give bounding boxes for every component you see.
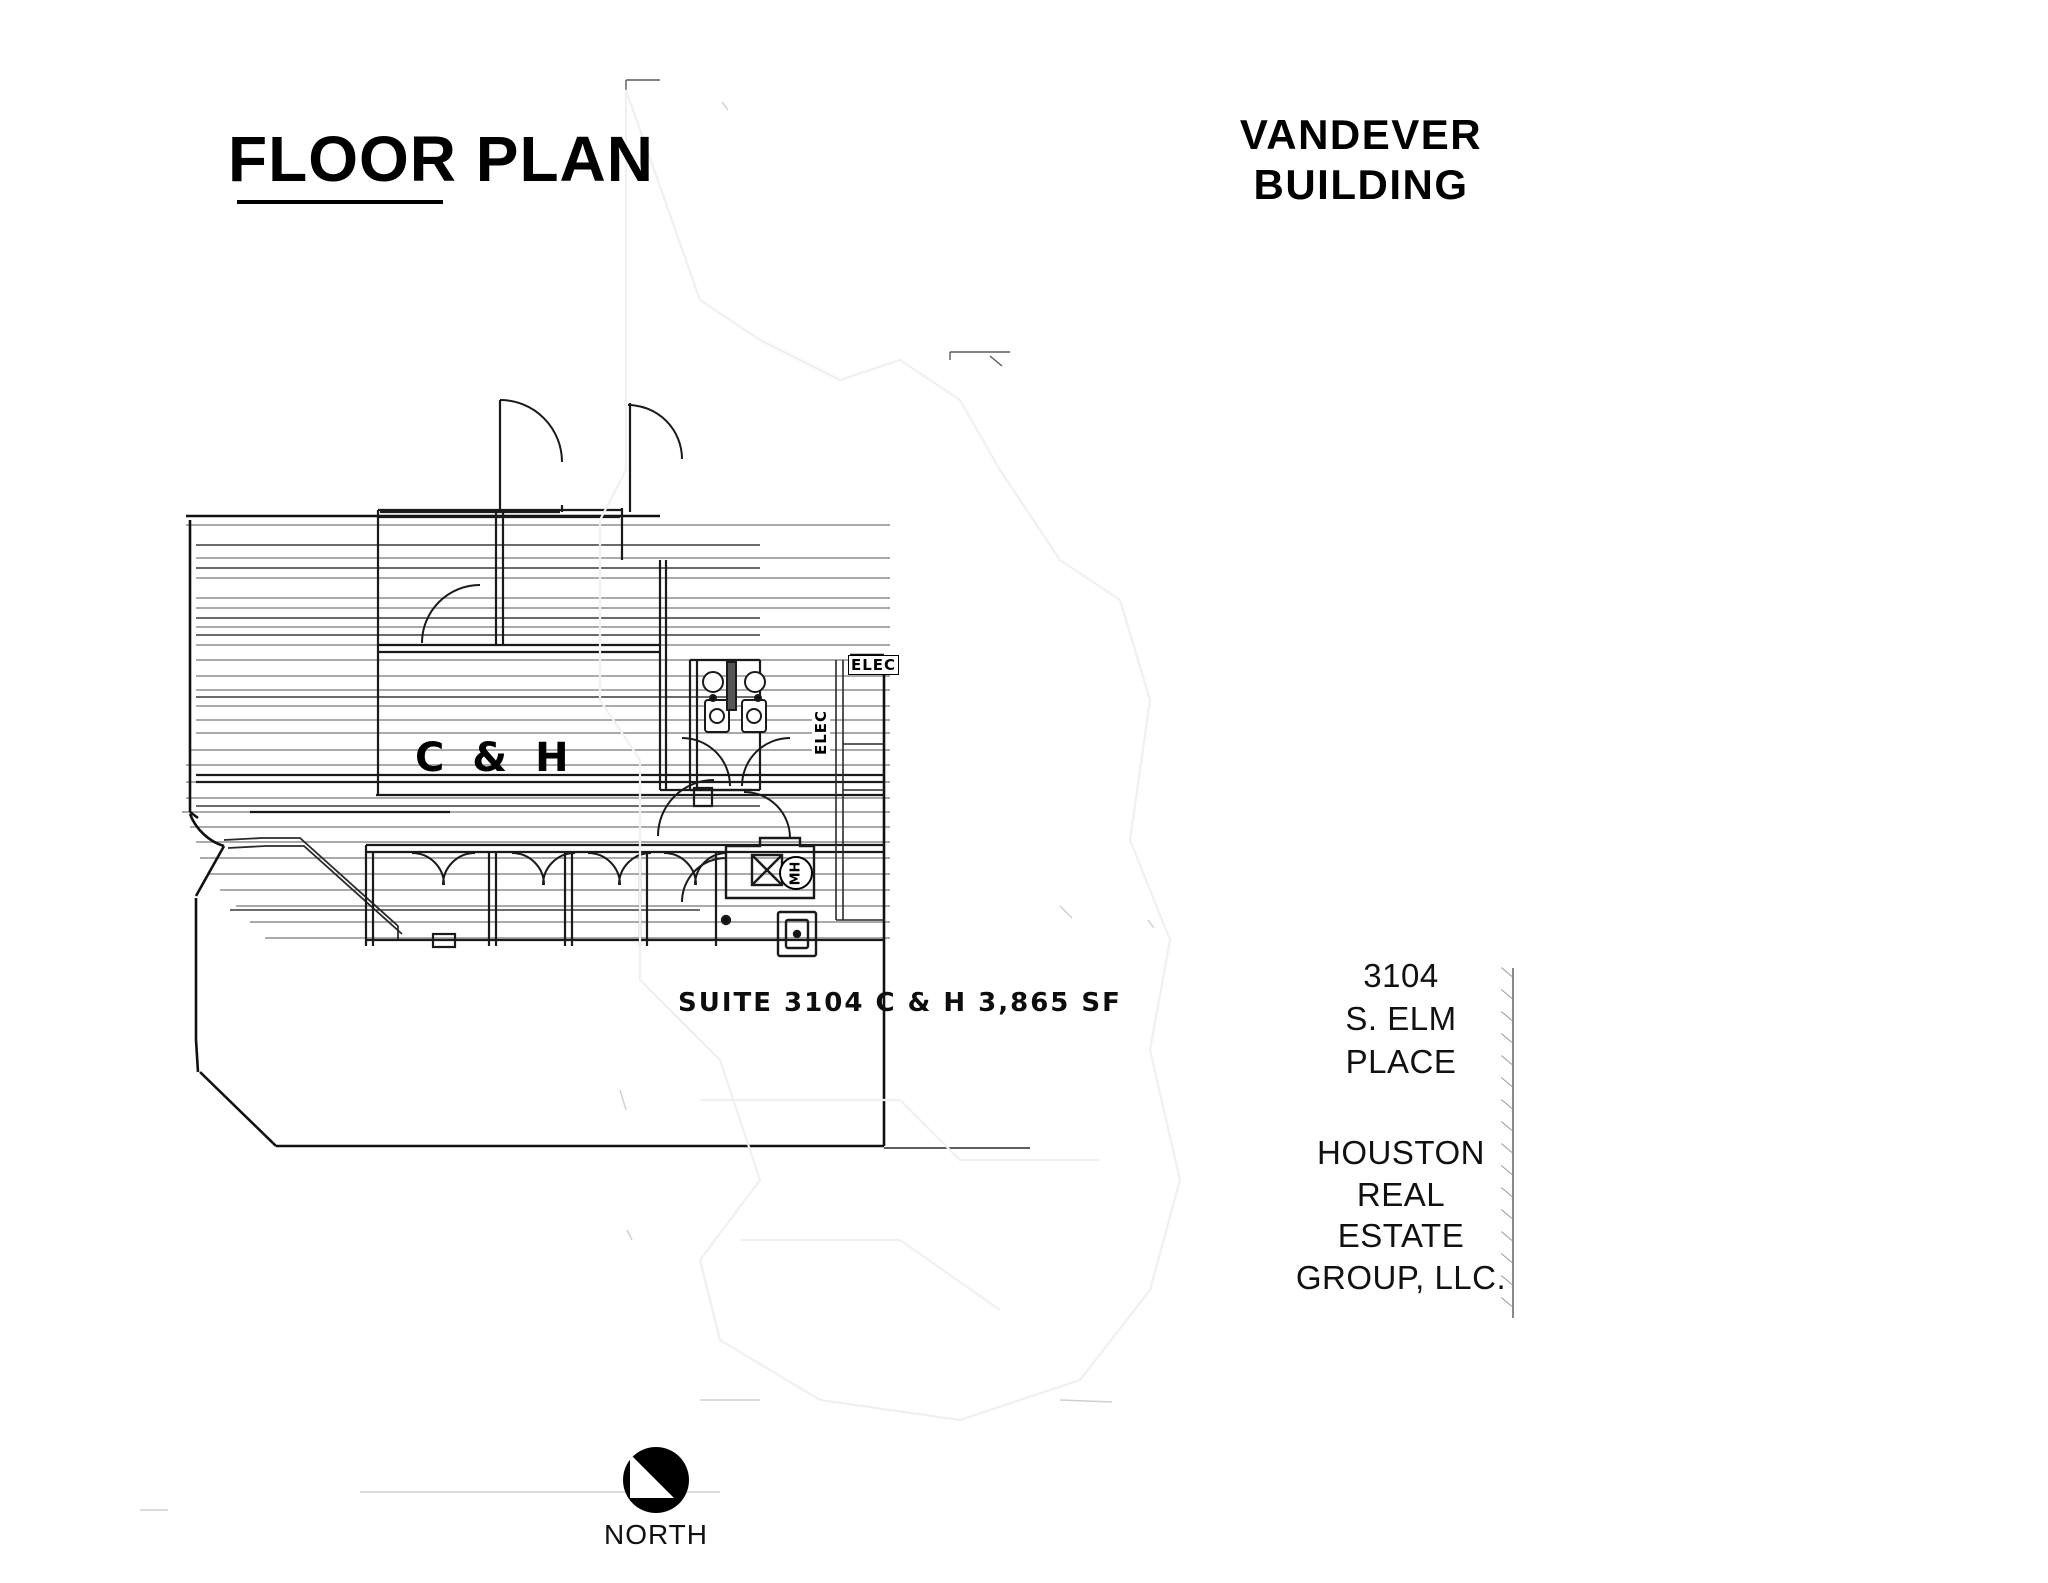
building-name: VANDEVER BUILDING (1196, 110, 1526, 209)
hatch-tick (1500, 1121, 1513, 1131)
east-detail (835, 660, 1030, 1149)
address-line-2: S. ELM (1345, 999, 1457, 1037)
page-title: FLOOR PLAN (228, 123, 654, 195)
company-line-3: ESTATE (1337, 1217, 1465, 1255)
hatch-tick (1500, 1297, 1513, 1307)
suite-area-label: SUITE 3104 C & H 3,865 SF (678, 988, 1122, 1018)
mh-marker-label: MH (788, 861, 804, 885)
hatch-boundary-icon (1500, 967, 1514, 1318)
address-line-1: 3104 (1363, 957, 1439, 994)
top-detail (625, 79, 1010, 420)
scan-banding-lines-dark (196, 544, 760, 911)
elec-room-label-vertical: ELEC (812, 707, 830, 757)
ghost-building-outline (598, 89, 1182, 1422)
company-line-1: HOUSTON (1317, 1134, 1485, 1171)
north-label: NORTH (603, 1519, 709, 1550)
door-swing-icon-offices (411, 852, 728, 886)
company-line-4: GROUP, LLC. (1295, 1258, 1507, 1296)
north-arrow-triangle (630, 1454, 674, 1498)
company-line-2: REAL (1356, 1175, 1446, 1213)
north-arrow-icon (623, 1447, 689, 1513)
compass-rose: NORTH (596, 1447, 716, 1551)
elec-room-label-top: ELEC (848, 655, 900, 675)
building-name-line1: VANDEVER (1239, 111, 1483, 158)
interior-wall-north (380, 400, 632, 514)
address-block: 3104 S. ELM PLACE (1236, 955, 1566, 1084)
tenant-mark-label: C & H (415, 735, 576, 781)
address-line-3: PLACE (1345, 1042, 1457, 1080)
page-title-underline (237, 200, 443, 204)
stair-ramp (223, 837, 403, 940)
company-block: HOUSTON REAL ESTATE GROUP, LLC. (1226, 1132, 1576, 1298)
door-swing-icon-restroom (681, 737, 791, 787)
core-walls (688, 658, 762, 808)
scan-artifacts (140, 101, 1155, 1511)
mh-marker: MH (779, 856, 813, 890)
building-name-line2: BUILDING (1253, 160, 1469, 208)
plumbing-fixtures (702, 661, 767, 733)
hatch-tick (1500, 1099, 1513, 1109)
exterior-wall (186, 514, 886, 1148)
